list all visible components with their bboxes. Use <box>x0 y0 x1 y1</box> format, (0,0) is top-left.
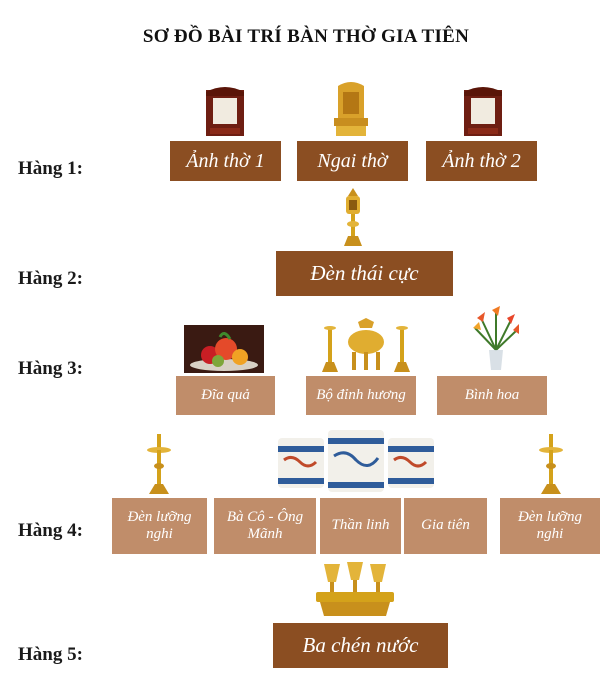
incense-set-image <box>322 318 410 372</box>
box-incense-set: Bộ đỉnh hương <box>306 376 416 415</box>
throne-chair-image <box>334 82 368 136</box>
row-2-label: Hàng 2: <box>18 268 83 289</box>
box-portrait-2: Ảnh thờ 2 <box>426 141 537 181</box>
candle-stick-left-image <box>147 434 171 494</box>
candle-stick-right-image <box>539 434 563 494</box>
box-tai-chi-lamp: Đèn thái cực <box>276 251 453 296</box>
fruit-plate-image <box>184 325 264 373</box>
row-5-label: Hàng 5: <box>18 644 83 665</box>
box-gia-tien: Gia tiên <box>404 498 487 554</box>
box-yin-yang-lamp-left: Đèn lưỡng nghi <box>112 498 207 554</box>
flower-vase-image <box>473 306 519 370</box>
row-3-label: Hàng 3: <box>18 358 83 379</box>
three-water-cups-image <box>316 562 394 616</box>
box-portrait-1: Ảnh thờ 1 <box>170 141 281 181</box>
diagram-title: SƠ ĐỒ BÀI TRÍ BÀN THỜ GIA TIÊN <box>142 26 470 47</box>
box-three-water-cups: Ba chén nước <box>273 623 448 668</box>
row-4-label: Hàng 4: <box>18 520 83 541</box>
box-ba-co-ong-manh: Bà Cô - Ông Mãnh <box>214 498 316 554</box>
box-flower-vase: Bình hoa <box>437 376 547 415</box>
row-1-label: Hàng 1: <box>18 158 83 179</box>
portrait-frame-2-image <box>464 87 502 136</box>
portrait-frame-1-image <box>206 87 244 136</box>
box-than-linh: Thần linh <box>320 498 401 554</box>
box-yin-yang-lamp-right: Đèn lưỡng nghi <box>500 498 600 554</box>
box-throne: Ngai thờ <box>297 141 408 181</box>
box-fruit-plate: Đĩa quả <box>176 376 275 415</box>
incense-bowls-image <box>278 430 434 492</box>
tai-chi-lamp-image <box>344 188 362 246</box>
